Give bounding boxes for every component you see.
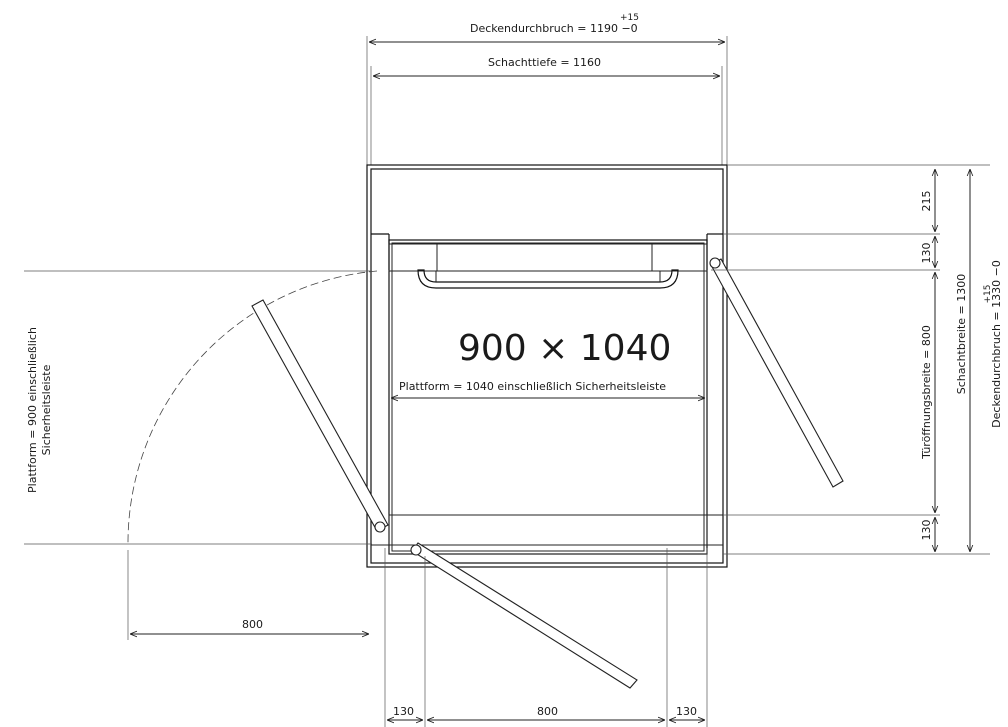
bottom-dimension-chain: 130 800 130 [384, 548, 708, 727]
left-800-dimension: 800 [127, 550, 369, 640]
left-platform-label-line1: Plattform = 900 einschließlich [26, 327, 39, 493]
shaft-depth-label: Schachttiefe = 1160 [488, 56, 601, 69]
bottom-800-label: 800 [537, 705, 558, 718]
right-door [709, 257, 844, 488]
bottom-130-right-label: 130 [676, 705, 697, 718]
left-platform-label-line2: Sicherheitsleiste [40, 364, 53, 455]
right-dimension-chain [711, 164, 990, 555]
side-opening-tolerance: +15 [983, 285, 993, 304]
right-130-top-label: 130 [920, 243, 933, 264]
bottom-door [410, 542, 638, 689]
left-800-label: 800 [242, 618, 263, 631]
bottom-130-left-label: 130 [393, 705, 414, 718]
top-opening-label: Deckendurchbruch = 1190 −0 [470, 22, 638, 35]
platform-width-label: Plattform = 1040 einschließlich Sicherhe… [399, 380, 666, 393]
top-opening-dimension: Deckendurchbruch = 1190 −0 +15 [366, 13, 728, 165]
right-130-bottom-label: 130 [920, 520, 933, 541]
side-opening-label: Deckendurchbruch = 1330 −0 [990, 260, 1003, 428]
shaft-depth-dimension: Schachttiefe = 1160 [370, 56, 723, 165]
right-215-label: 215 [920, 191, 933, 212]
shaft-width-label: Schachtbreite = 1300 [955, 274, 968, 394]
door-opening-width-label: Türöffnungsbreite = 800 [920, 325, 933, 460]
platform [371, 239, 723, 555]
platform-size-label: 900 × 1040 [458, 328, 671, 369]
top-opening-tolerance: +15 [620, 13, 639, 23]
left-door [24, 270, 389, 546]
platform-width-dimension: Plattform = 1040 einschließlich Sicherhe… [391, 380, 705, 398]
